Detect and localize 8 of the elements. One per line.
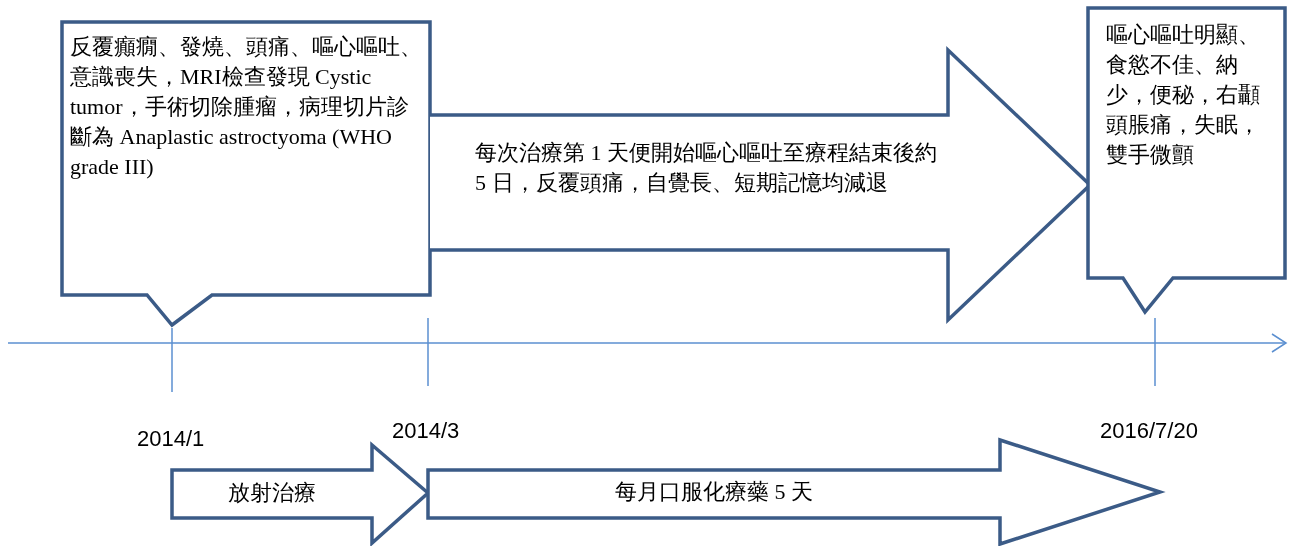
node-text: 嘔心嘔吐明顯、食慾不佳、納少，便秘，右顳頭脹痛，失眠，雙手微顫 xyxy=(1106,21,1261,169)
date-label: 2014/3 xyxy=(392,418,460,444)
node-text: 每次治療第 1 天便開始嘔心嘔吐至療程結束後約 5 日，反覆頭痛，自覺長、短期記憶均減退 xyxy=(475,139,938,197)
node-text: 放射治療 xyxy=(227,479,317,507)
node-text: 每月口服化療藥 5 天 xyxy=(614,478,814,506)
date-label: 2016/7/20 xyxy=(1100,418,1198,444)
date-label: 2014/1 xyxy=(137,426,205,452)
node-text: 反覆癲癇、發燒、頭痛、嘔心嘔吐、意識喪失，MRI檢查發現 Cystic tumor，手術切除腫瘤，病理切片診斷為 Anaplastic astroctyoma (WHO grade III) xyxy=(70,33,422,181)
